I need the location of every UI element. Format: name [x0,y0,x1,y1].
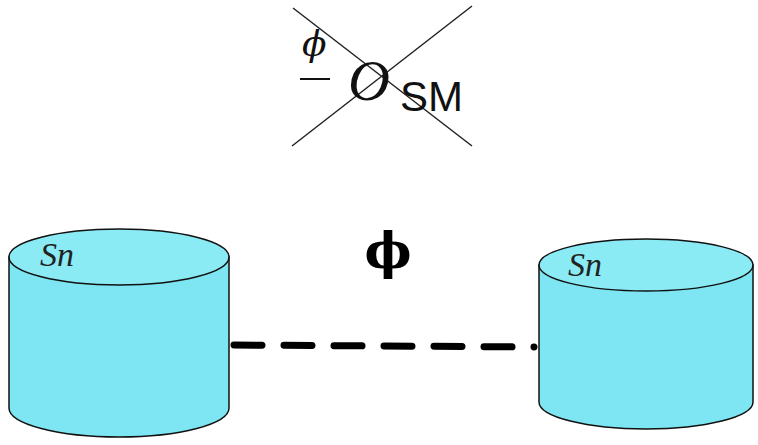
cross-line [292,6,472,146]
fraction-dash [300,78,330,80]
cylinder-node: Sn [538,238,754,430]
formula-label: ϕ [302,26,327,62]
cylinder-node: Sn [8,228,230,438]
edge-label: ϕ [364,226,411,276]
formula-label: O [348,52,390,110]
node-label: Sn [40,236,74,274]
formula-label: SM [400,76,463,118]
cross-line [293,8,472,146]
node-label: Sn [568,246,602,284]
dashed-connector [234,345,534,347]
